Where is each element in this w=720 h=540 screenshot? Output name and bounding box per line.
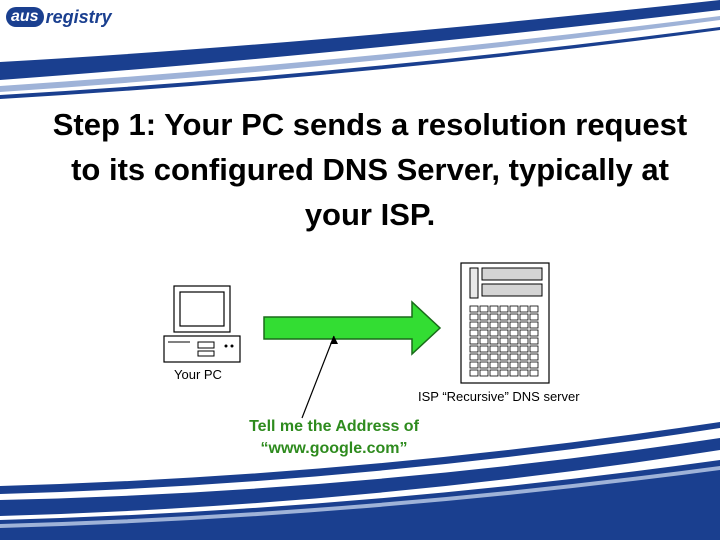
footer-swoosh [0, 422, 720, 540]
request-text: Tell me the Address of “www.google.com” [214, 416, 454, 460]
pc-label: Your PC [174, 367, 222, 382]
request-line-1: Tell me the Address of [249, 418, 419, 435]
ausregistry-logo: aus registry [6, 4, 112, 30]
pc-icon [163, 285, 241, 363]
pointer-line [301, 335, 338, 419]
slide-title: Step 1: Your PC sends a resolution reque… [52, 107, 688, 232]
request-arrow [263, 300, 442, 356]
header-swoosh [0, 0, 720, 99]
logo-wordmark: registry [45, 6, 112, 27]
server-icon [460, 262, 550, 384]
logo-mark: aus [6, 7, 44, 27]
server-label: ISP “Recursive” DNS server [418, 389, 580, 404]
request-line-2: “www.google.com” [260, 440, 408, 457]
